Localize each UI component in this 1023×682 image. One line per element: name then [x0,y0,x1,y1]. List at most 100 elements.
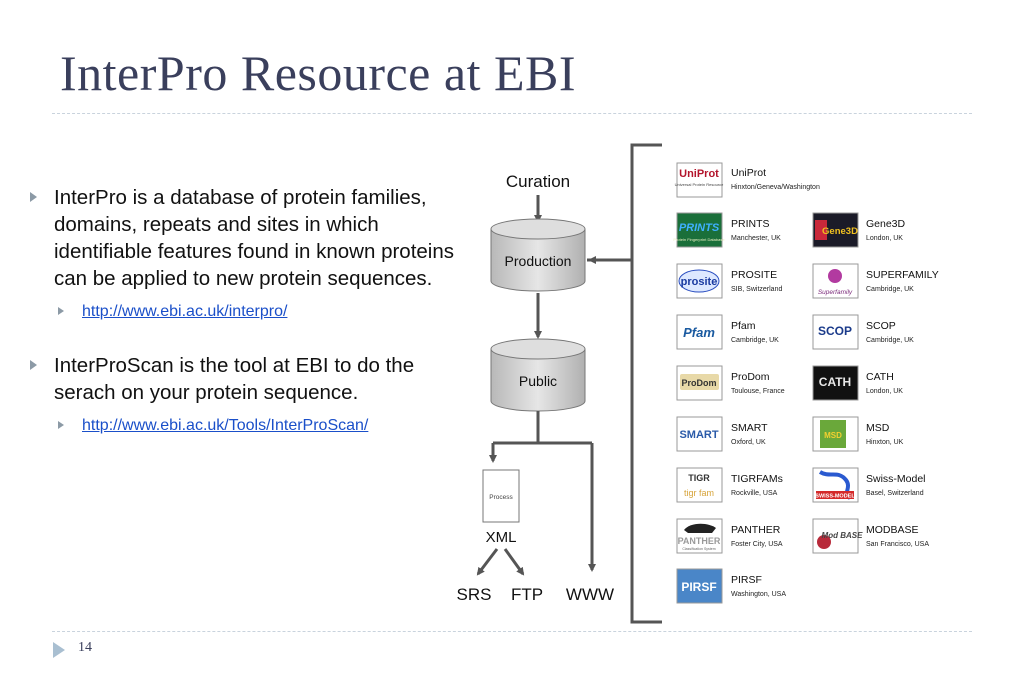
production-label: Production [505,253,572,269]
db-pirsf: PIRSF PIRSF Washington, USA [676,568,786,604]
uniprot-name: UniProt [731,167,766,179]
pirsf-logo [676,568,723,604]
www-label: WWW [566,585,614,604]
tigrfams-logo-sub: tigr fam [684,488,714,498]
panther-logo-animal [684,523,716,533]
uniprot-logo-sub: Universal Protein Resource [675,182,724,187]
msd-location: Hinxton, UK [866,439,904,446]
scop-name: SCOP [866,320,896,332]
scop-logo [812,314,859,350]
pfam-location: Cambridge, UK [731,337,779,344]
prints-logo-text: PRINTS [679,222,720,234]
prints-name: PRINTS [731,218,770,230]
swiss-model-logo-bar [816,491,854,499]
swiss-model-location: Basel, Switzerland [866,490,924,497]
prosite-name: PROSITE [731,269,777,281]
interproscan-link[interactable]: http://www.ebi.ac.uk/Tools/InterProScan/ [82,417,369,434]
prints-location: Manchester, UK [731,235,781,242]
sub-bullet-arrow-icon [58,307,64,315]
prodom-location: Toulouse, France [731,388,785,395]
prosite-location: SIB, Switzerland [731,286,782,293]
uniprot-logo [676,162,723,198]
db-prints: PRINTS Protein Fingerprint Database PRIN… [673,212,781,248]
db-smart: SMART SMART Oxford, UK [676,416,768,452]
process-label: Process [489,494,513,501]
page-marker-icon [53,642,65,658]
db-cath: CATH CATH London, UK [812,365,903,401]
smart-name: SMART [731,422,768,434]
smart-logo-text: SMART [679,429,718,441]
panther-location: Foster City, USA [731,541,783,548]
msd-name: MSD [866,422,890,434]
modbase-location: San Francisco, USA [866,541,929,548]
cath-name: CATH [866,371,894,383]
modbase-name: MODBASE [866,524,919,536]
bullet-interproscan: InterProScan is the tool at EBI to do th… [30,352,460,406]
swiss-model-name: Swiss-Model [866,473,926,485]
pirsf-logo-text: PIRSF [681,580,716,594]
curation-label: Curation [506,172,570,191]
superfamily-location: Cambridge, UK [866,286,914,293]
panther-name: PANTHER [731,524,781,536]
page-title: InterPro Resource at EBI [60,45,577,101]
pirsf-name: PIRSF [731,574,762,586]
prints-logo [676,212,723,248]
panther-logo-sub: Classification System [682,547,715,551]
pfam-logo-text: Pfam [683,325,715,340]
db-gene3d: Gene3D Gene3D London, UK [812,212,906,248]
superfamily-name: SUPERFAMILY [866,269,939,281]
xml-to-srs-arrow [476,548,499,576]
gene3d-location: London, UK [866,235,903,242]
modbase-logo-text: Mod BASE [822,531,864,540]
xml-label: XML [486,529,517,546]
sub-bullet-interpro-link: http://www.ebi.ac.uk/interpro/ [30,302,460,322]
gene3d-logo-accent [815,220,827,240]
prosite-logo-text: prosite [681,276,718,288]
superfamily-logo-text: Superfamily [818,289,853,296]
bullet-list: InterPro is a database of protein famili… [30,184,460,466]
sub-bullet-interproscan-link: http://www.ebi.ac.uk/Tools/InterProScan/ [30,416,460,436]
db-prosite: prosite PROSITE SIB, Switzerland [676,263,782,299]
page-number: 14 [78,640,92,655]
db-swiss-model: SWISS-MODEL Swiss-Model Basel, Switzerla… [812,467,926,503]
db-panther: PANTHER Classification System PANTHER Fo… [676,518,783,554]
db-uniprot: UniProt Universal Protein Resource UniPr… [675,162,820,198]
xml-to-ftp-arrow [503,548,525,576]
db-scop: SCOP SCOP Cambridge, UK [812,314,914,350]
ftp-label: FTP [511,585,543,604]
uniprot-logo-text: UniProt [679,168,719,180]
bullet-arrow-icon [30,360,37,370]
db-tigrfams: TIGR tigr fam TIGRFAMs Rockville, USA [676,467,783,503]
scop-location: Cambridge, UK [866,337,914,344]
tigrfams-location: Rockville, USA [731,490,778,497]
public-cylinder: Public [490,338,586,412]
tigrfams-logo [676,467,723,503]
smart-location: Oxford, UK [731,439,766,446]
process-box [482,469,520,523]
db-prodom: ProDom ProDom Toulouse, France [676,365,785,401]
panther-logo-text: PANTHER [678,536,721,546]
database-bracket [630,143,662,624]
pfam-name: Pfam [731,320,756,332]
msd-logo-block [820,420,846,448]
bullet-arrow-icon [30,192,37,202]
srs-label: SRS [457,585,492,604]
pfam-logo [676,314,723,350]
title-divider [52,113,972,114]
uniprot-location: Hinxton/Geneva/Washington [731,184,820,191]
cath-logo-text: CATH [819,375,851,389]
db-superfamily: Superfamily SUPERFAMILY Cambridge, UK [812,263,939,299]
superfamily-logo-blob [828,269,842,283]
db-pfam: Pfam Pfam Cambridge, UK [676,314,779,350]
db-modbase: Mod BASE MODBASE San Francisco, USA [812,518,929,554]
tigrfams-logo-text: TIGR [688,473,710,483]
swiss-model-logo-text: SWISS-MODEL [815,494,855,500]
footer-divider [52,631,972,632]
interpro-link[interactable]: http://www.ebi.ac.uk/interpro/ [82,303,288,320]
smart-logo [676,416,723,452]
bullet-interpro: InterPro is a database of protein famili… [30,184,460,292]
scop-logo-text: SCOP [818,324,852,338]
prints-logo-sub: Protein Fingerprint Database [673,237,725,242]
prodom-logo-text: ProDom [681,378,716,388]
